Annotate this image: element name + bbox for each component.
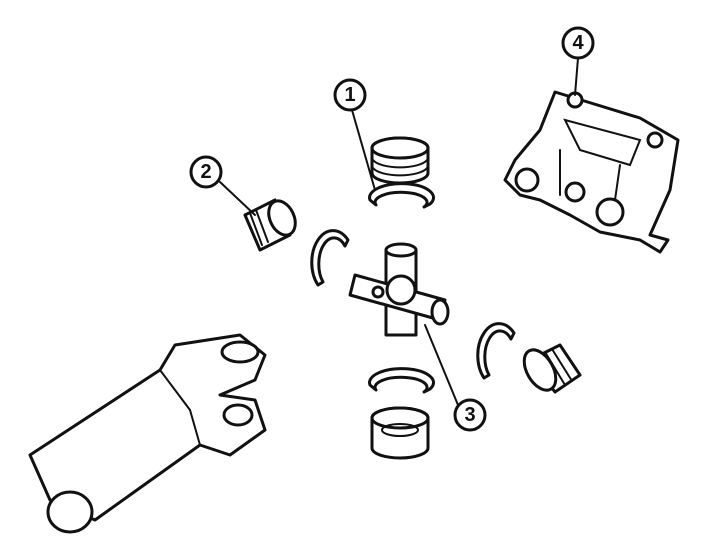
callout-2-label: 2 xyxy=(200,161,211,183)
flange-yoke xyxy=(503,90,680,254)
callout-2: 2 xyxy=(189,155,223,189)
needle-bearing-left xyxy=(243,198,297,252)
callout-1: 1 xyxy=(333,78,367,112)
callout-1-label: 1 xyxy=(344,84,355,106)
callout-3: 3 xyxy=(453,398,487,432)
snap-rings xyxy=(310,182,516,394)
bearing-cap-right xyxy=(522,343,582,394)
spider-cross xyxy=(348,242,450,337)
leader-lines xyxy=(219,57,579,406)
callout-4: 4 xyxy=(561,26,595,60)
needle-bearing-bottom xyxy=(370,406,430,460)
callout-3-label: 3 xyxy=(464,404,475,426)
propeller-shaft-yoke xyxy=(28,333,267,534)
callout-4-label: 4 xyxy=(572,32,584,54)
bearing-cap-top xyxy=(370,136,430,185)
